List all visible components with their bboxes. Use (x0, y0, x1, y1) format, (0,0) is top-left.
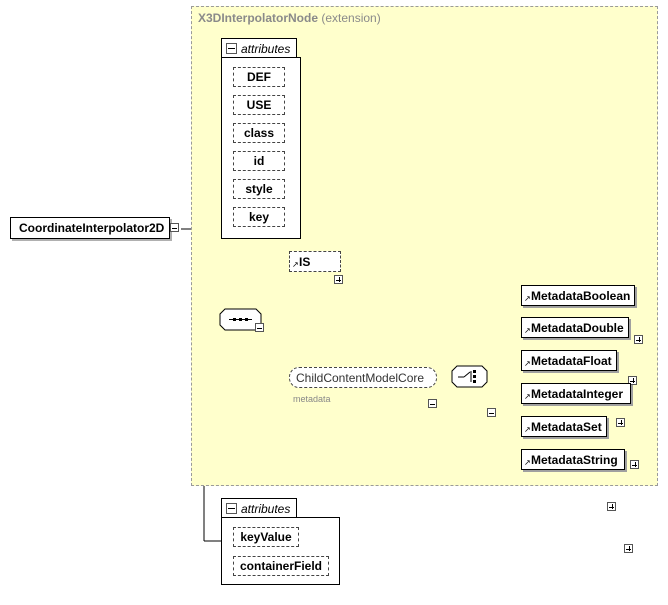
element-label: MetadataFloat (531, 353, 612, 368)
sequence-collapse-icon[interactable] (255, 323, 264, 332)
attribute-label: style (245, 182, 273, 196)
attribute-container-field[interactable]: containerField (233, 556, 329, 576)
element-metadata-set[interactable]: ↗ MetadataSet (521, 416, 607, 437)
collapse-icon[interactable] (226, 43, 237, 54)
reference-arrow-icon: ↗ (524, 326, 531, 335)
attribute-class[interactable]: class (233, 123, 285, 143)
attribute-def[interactable]: DEF (233, 67, 285, 87)
reference-arrow-icon: ↗ (524, 458, 531, 467)
element-label: MetadataInteger (531, 386, 624, 401)
reference-arrow-icon: ↗ (524, 392, 531, 401)
element-metadata-string[interactable]: ↗ MetadataString (521, 449, 625, 470)
expand-icon[interactable] (624, 544, 633, 553)
attribute-key[interactable]: key (233, 207, 285, 227)
element-label: MetadataDouble (531, 320, 624, 335)
is-expand-icon[interactable] (334, 275, 343, 284)
attribute-use[interactable]: USE (233, 95, 285, 115)
element-metadata-double[interactable]: ↗ MetadataDouble (521, 317, 629, 338)
attributes-title: attributes (241, 41, 291, 56)
attribute-label: keyValue (240, 530, 292, 544)
expand-icon[interactable] (628, 376, 637, 385)
root-element-label: CoordinateInterpolator2D (19, 221, 165, 235)
attributes-tab-2[interactable]: attributes (221, 498, 298, 517)
extension-name: X3DInterpolatorNode (198, 11, 319, 25)
attribute-label: containerField (239, 559, 322, 573)
expand-icon[interactable] (634, 335, 643, 344)
is-element-label: IS (299, 254, 311, 269)
reference-arrow-icon: ↗ (524, 359, 531, 368)
expand-icon[interactable] (607, 502, 616, 511)
element-metadata-boolean[interactable]: ↗ MetadataBoolean (521, 285, 635, 306)
attribute-label: id (253, 154, 265, 168)
attribute-label: USE (246, 98, 272, 112)
expand-icon[interactable] (616, 418, 625, 427)
is-element[interactable]: ↗ IS (289, 251, 341, 272)
extension-label: (extension) (321, 11, 381, 25)
element-metadata-integer[interactable]: ↗ MetadataInteger (521, 383, 631, 404)
extension-title: X3DInterpolatorNode (extension) (198, 11, 381, 25)
group-ref-child-content-model-core[interactable]: ChildContentModelCore (289, 367, 437, 388)
attribute-label: DEF (247, 70, 271, 84)
reference-arrow-icon: ↗ (524, 294, 531, 303)
reference-arrow-icon: ↗ (292, 260, 299, 269)
reference-arrow-icon: ↗ (524, 425, 531, 434)
attribute-style[interactable]: style (233, 179, 285, 199)
root-element[interactable]: CoordinateInterpolator2D (10, 217, 170, 239)
attributes-title: attributes (241, 501, 291, 516)
expand-icon[interactable] (630, 460, 639, 469)
attribute-key-value[interactable]: keyValue (233, 527, 299, 547)
choice-compositor-icon[interactable] (451, 365, 501, 389)
attributes-tab-1[interactable]: attributes (221, 38, 298, 57)
attribute-label: class (243, 126, 275, 140)
element-metadata-float[interactable]: ↗ MetadataFloat (521, 350, 617, 371)
group-ref-collapse-icon[interactable] (428, 399, 437, 408)
group-ref-caption: metadata (293, 394, 331, 404)
root-collapse-icon[interactable] (170, 223, 179, 232)
element-label: MetadataBoolean (531, 288, 631, 303)
attribute-label: key (248, 210, 270, 224)
collapse-icon[interactable] (226, 503, 237, 514)
group-ref-label: ChildContentModelCore (296, 370, 425, 385)
element-label: MetadataString (531, 452, 618, 467)
attribute-id[interactable]: id (233, 151, 285, 171)
choice-collapse-icon[interactable] (487, 408, 496, 417)
element-label: MetadataSet (531, 419, 602, 434)
